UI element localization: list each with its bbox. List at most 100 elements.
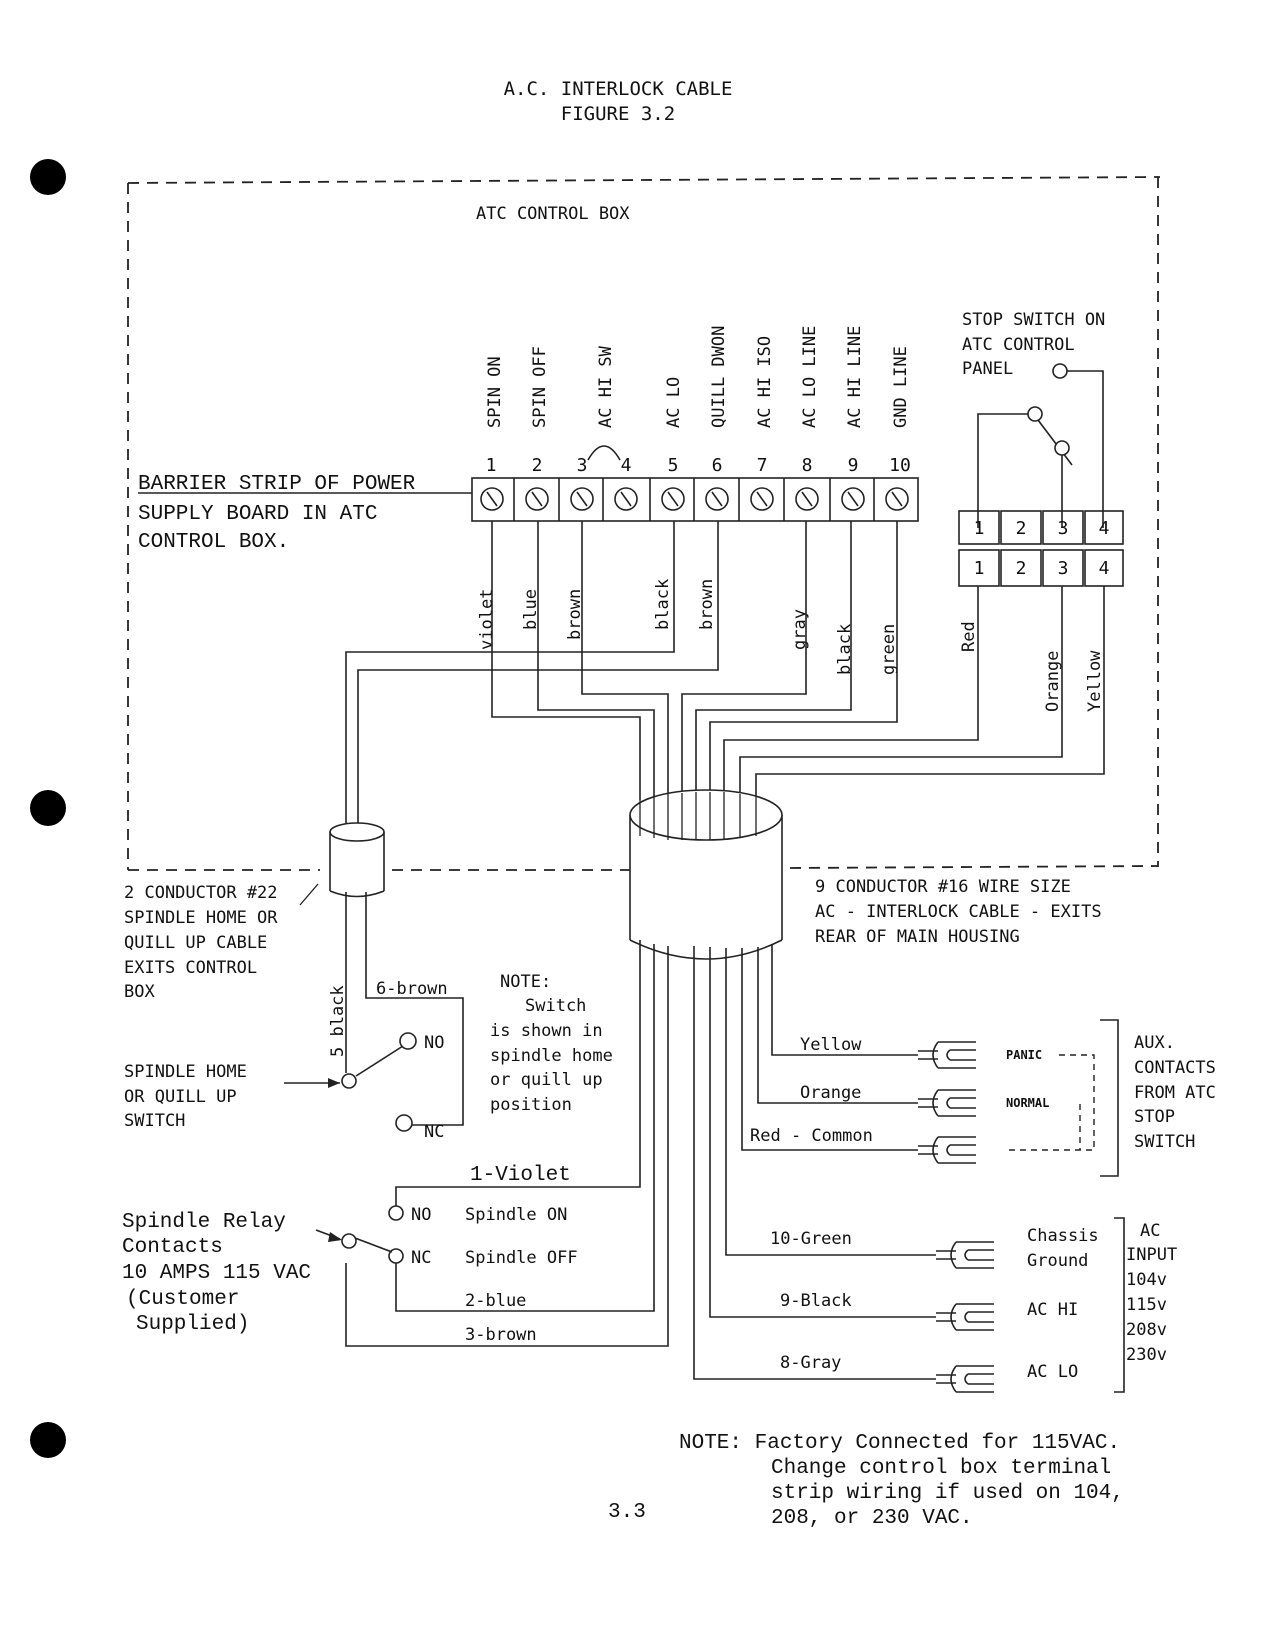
- note-line: Switch: [525, 996, 586, 1016]
- aux-lugs: [918, 1041, 976, 1164]
- factory-note: strip wiring if used on 104,: [771, 1482, 1124, 1505]
- relay-label: (Customer: [126, 1288, 239, 1311]
- normal-mask: [1002, 1093, 1078, 1111]
- nine-conductor-label: REAR OF MAIN HOUSING: [815, 927, 1020, 947]
- spade-lug-icon: [918, 1089, 976, 1117]
- wire-label: Red - Common: [750, 1126, 873, 1146]
- svg-text:1: 1: [486, 455, 497, 476]
- relay-nc-label: NC: [411, 1248, 431, 1268]
- spade-lug-icon: [918, 1041, 976, 1069]
- aux-label: FROM ATC: [1134, 1083, 1216, 1103]
- svg-text:3: 3: [1058, 518, 1069, 539]
- nine-conductor-label: 9 CONDUCTOR #16 WIRE SIZE: [815, 877, 1071, 897]
- svg-text:8: 8: [802, 455, 813, 476]
- svg-text:4: 4: [621, 455, 632, 476]
- terminal-name: SPIN OFF: [530, 346, 550, 428]
- ac-input-label: 208v: [1126, 1320, 1167, 1340]
- barrier-strip: [471, 477, 919, 522]
- ac-input-label: INPUT: [1126, 1245, 1177, 1265]
- spindle-home-switch: [284, 892, 464, 1132]
- wire-label: black: [653, 579, 673, 630]
- punch-hole: [30, 790, 66, 826]
- svg-text:1: 1: [974, 518, 985, 539]
- control-box-outline: [127, 176, 1161, 871]
- terminal-numbers: 1 2 3 4 5 6 7 8 9 10: [486, 455, 911, 476]
- relay-no-label: NO: [411, 1205, 431, 1225]
- svg-text:1: 1: [974, 558, 985, 579]
- aux-label: SWITCH: [1134, 1132, 1195, 1152]
- wire-label: 10-Green: [770, 1229, 852, 1249]
- relay-nc-desc: Spindle OFF: [465, 1248, 578, 1268]
- ac-lugs: [936, 1241, 994, 1393]
- two-conductor-label: BOX: [124, 982, 155, 1002]
- ac-input-label: 104v: [1126, 1270, 1167, 1290]
- spindle-home-label: SWITCH: [124, 1111, 185, 1131]
- svg-text:6: 6: [712, 455, 723, 476]
- note-heading: NOTE:: [500, 972, 551, 992]
- control-box-label: ATC CONTROL BOX: [476, 204, 630, 224]
- punch-hole: [30, 159, 66, 195]
- wire-label: 6-brown: [376, 979, 448, 999]
- wire-label: 3-brown: [465, 1325, 537, 1345]
- wire-label: Orange: [1043, 651, 1063, 712]
- svg-text:4: 4: [1099, 518, 1110, 539]
- two-conductor-label: QUILL UP CABLE: [124, 933, 267, 953]
- svg-text:4: 4: [1099, 558, 1110, 579]
- nine-conductor-label: AC - INTERLOCK CABLE - EXITS: [815, 902, 1102, 922]
- no-contact-label: NO: [424, 1033, 444, 1053]
- barrier-strip-label: CONTROL BOX.: [138, 531, 289, 554]
- terminal-name: AC LO: [664, 377, 684, 428]
- terminal-label: AC LO: [1027, 1362, 1078, 1382]
- spade-lug-icon: [936, 1365, 994, 1393]
- spade-lug-icon: [936, 1303, 994, 1331]
- factory-note: 208, or 230 VAC.: [771, 1507, 973, 1530]
- relay-label: Spindle Relay: [122, 1211, 286, 1234]
- svg-text:2: 2: [532, 455, 543, 476]
- two-conductor-cable: [329, 822, 385, 898]
- stop-switch: [977, 363, 1104, 528]
- two-conductor-label: 2 CONDUCTOR #22: [124, 883, 278, 903]
- terminal-name: AC HI LINE: [845, 326, 865, 428]
- wire-label: 8-Gray: [780, 1353, 841, 1373]
- aux-label: CONTACTS: [1134, 1058, 1216, 1078]
- leader-line: [299, 883, 319, 906]
- page-number: 3.3: [608, 1501, 646, 1524]
- svg-text:10: 10: [889, 455, 911, 476]
- terminal-name: AC LO LINE: [800, 326, 820, 428]
- spade-lug-icon: [918, 1136, 976, 1164]
- wire-label: 2-blue: [465, 1291, 526, 1311]
- note-line: or quill up: [490, 1070, 603, 1090]
- title: A.C. INTERLOCK CABLE: [504, 78, 733, 100]
- terminal-label: AC HI: [1027, 1300, 1078, 1320]
- stop-switch-label: PANEL: [962, 359, 1013, 379]
- factory-note: Change control box terminal: [771, 1457, 1111, 1480]
- wire-label: Yellow: [1085, 650, 1105, 712]
- wire-label: gray: [790, 609, 810, 650]
- svg-text:7: 7: [757, 455, 768, 476]
- spade-lug-icon: [936, 1241, 994, 1269]
- internal-wiring: [345, 521, 1105, 830]
- ac-input-label: AC: [1140, 1221, 1160, 1241]
- stop-switch-label: ATC CONTROL: [962, 335, 1075, 355]
- wire-label: Yellow: [800, 1035, 862, 1055]
- terminal-label: Ground: [1027, 1251, 1088, 1271]
- barrier-strip-label: BARRIER STRIP OF POWER: [138, 473, 416, 496]
- terminal-name: GND LINE: [891, 346, 911, 428]
- ac-input-label: 115v: [1126, 1295, 1167, 1315]
- punch-hole: [30, 1422, 66, 1458]
- wire-label: violet: [477, 589, 497, 650]
- wire-label: brown: [565, 589, 585, 640]
- nine-conductor-cable: [629, 789, 783, 960]
- nc-contact-label: NC: [424, 1122, 444, 1142]
- barrier-wire-labels: violet blue brown black brown gray black…: [477, 579, 899, 675]
- two-conductor-label: EXITS CONTROL: [124, 958, 257, 978]
- two-conductor-label: SPINDLE HOME OR: [124, 908, 278, 928]
- wire-label: Red: [959, 621, 979, 652]
- note-line: is shown in: [490, 1021, 603, 1041]
- svg-text:3: 3: [1058, 558, 1069, 579]
- ac-input-wiring: [693, 946, 1125, 1393]
- wire-label: 1-Violet: [470, 1164, 571, 1187]
- wire-label: 9-Black: [780, 1291, 852, 1311]
- ac-input-label: 230v: [1126, 1345, 1167, 1365]
- relay-label: Supplied): [136, 1313, 249, 1336]
